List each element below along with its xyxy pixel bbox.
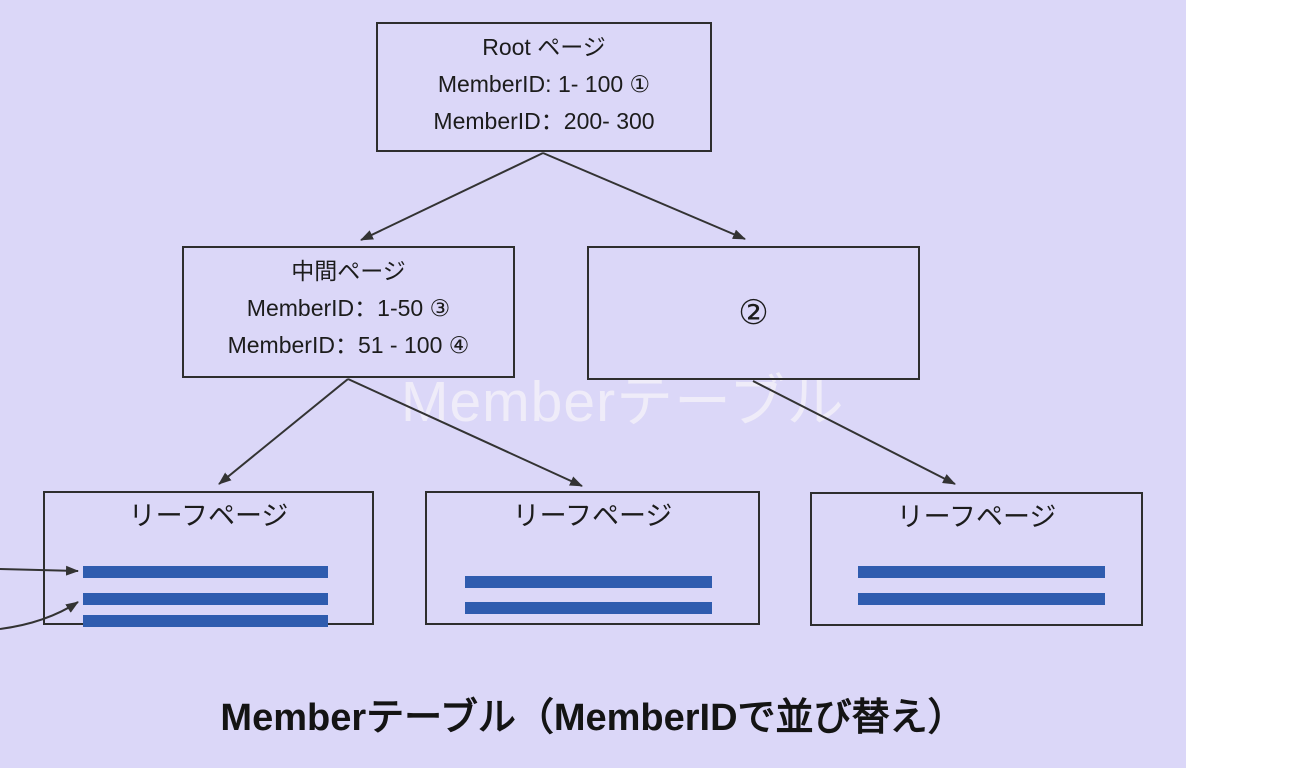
root-page-title: Root ページ [482, 34, 606, 60]
root-page-node: Root ページ MemberID: 1- 100 ① MemberID：200… [376, 22, 712, 152]
leaf-page-node-1: リーフページ [43, 491, 374, 627]
leaf-page-title: リーフページ [512, 501, 673, 531]
diagram-caption: Memberテーブル（MemberIDで並び替え） [220, 697, 966, 739]
index-row-bar [465, 576, 712, 588]
index-row-bar [858, 593, 1105, 605]
intermediate-page-entry-1: MemberID：1-50 ③ [246, 295, 451, 321]
root-page-entry-2: MemberID：200- 300 [433, 108, 655, 134]
leaf-page-node-2: リーフページ [425, 491, 760, 625]
leaf-page-title: リーフページ [896, 502, 1057, 532]
leaf-row-bars [812, 494, 1141, 624]
leaf-page-title: リーフページ [128, 501, 289, 531]
collapsed-page-node: ② [587, 246, 920, 380]
edge-root-to-collapsed [542, 152, 746, 240]
index-row-bar [83, 615, 328, 627]
leaf-row-bars [45, 493, 372, 627]
intermediate-page-title: 中間ページ [291, 258, 406, 284]
index-row-bar [858, 566, 1105, 578]
index-row-bar [83, 593, 328, 605]
intermediate-page-node: 中間ページ MemberID：1-50 ③ MemberID：51 - 100 … [182, 246, 515, 378]
diagram-background: Memberテーブル Root ページ MemberID: 1- 100 ① M… [0, 0, 1186, 768]
leaf-row-bars [427, 493, 758, 623]
edge-root-to-intermediate [360, 152, 544, 241]
collapsed-page-label: ② [738, 294, 769, 332]
intermediate-page-entry-2: MemberID：51 - 100 ④ [227, 332, 470, 358]
index-row-bar [465, 602, 712, 614]
index-row-bar [83, 566, 328, 578]
leaf-page-node-3: リーフページ [810, 492, 1143, 626]
edge-intermediate-to-leaf1 [218, 378, 349, 485]
root-page-entry-1: MemberID: 1- 100 ① [437, 71, 651, 97]
right-margin-strip [1186, 0, 1300, 768]
